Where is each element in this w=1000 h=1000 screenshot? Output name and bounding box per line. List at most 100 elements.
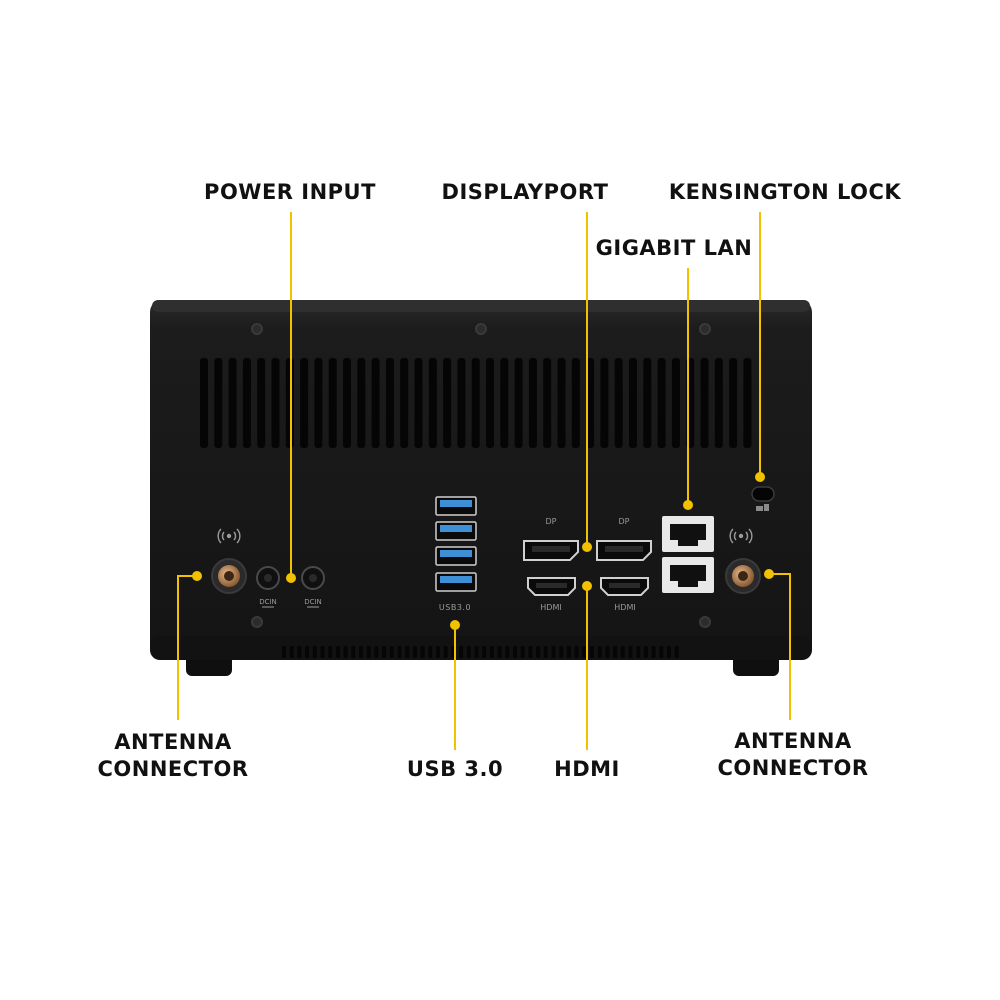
hdmi-left-label: HDMI: [540, 603, 561, 612]
dot-power-input: [286, 573, 296, 583]
vent-slot: [371, 358, 380, 448]
bottom-vent-slot: [482, 646, 487, 658]
bottom-vent-slot: [466, 646, 471, 658]
bottom-vent-slot: [651, 646, 656, 658]
vent-slot: [743, 358, 752, 448]
bottom-vent-slot: [351, 646, 356, 658]
screws: [251, 323, 711, 628]
vent-slot: [314, 358, 323, 448]
dot-antenna-left: [192, 571, 202, 581]
bottom-vent-slot: [343, 646, 348, 658]
vent-slot: [328, 358, 337, 448]
vent-slot: [257, 358, 266, 448]
bottom-vent-slot: [282, 646, 286, 658]
bottom-vent-slot: [497, 646, 502, 658]
bottom-vent-slot: [289, 646, 294, 658]
vent-slot: [471, 358, 480, 448]
vent-slot: [443, 358, 452, 448]
vent-slot: [614, 358, 623, 448]
bottom-lip: [150, 636, 812, 660]
bottom-vent-slot: [436, 646, 440, 658]
bottom-vent-slot: [305, 646, 310, 658]
bottom-vent-slot: [505, 646, 510, 658]
vent-slot: [543, 358, 552, 448]
bottom-vent-slot: [428, 646, 433, 658]
hdmi-port-right: HDMI: [600, 577, 649, 612]
vent-slot: [657, 358, 666, 448]
leader-lines: [177, 212, 791, 750]
chassis-body: [150, 300, 812, 660]
bottom-vent-slot: [590, 646, 594, 658]
vent-slot: [729, 358, 738, 448]
dot-antenna-right: [764, 569, 774, 579]
bottom-vent-slot: [574, 646, 579, 658]
bottom-vent-slot: [620, 646, 625, 658]
dot-kensington: [755, 472, 765, 482]
bottom-vent-slot: [659, 646, 664, 658]
bottom-vent-slot: [389, 646, 394, 658]
bottom-vent-slot: [405, 646, 410, 658]
screw-bottom-left: [251, 616, 263, 628]
bottom-vent-slot: [420, 646, 425, 658]
bottom-vent-slot: [459, 646, 464, 658]
vent-slot: [428, 358, 437, 448]
bottom-vent-slot: [520, 646, 525, 658]
bottom-vent-slot: [359, 646, 363, 658]
antenna-connector-left: [211, 528, 247, 594]
vent-slot: [486, 358, 494, 448]
vent-grille: [200, 358, 752, 448]
callout-usb30: USB 3.0: [406, 757, 504, 781]
hdmi-port-left: HDMI: [527, 577, 576, 612]
bottom-vent-slot: [366, 646, 371, 658]
vent-slot: [285, 358, 294, 448]
leader-dots: [192, 472, 774, 630]
vent-slot: [300, 358, 309, 448]
chassis: [150, 300, 812, 660]
vent-slot: [414, 358, 423, 448]
bottom-vent-slot: [605, 646, 610, 658]
vent-slot: [700, 358, 709, 448]
wireless-signal-icon: [729, 528, 753, 544]
callout-kensington-lock: KENSINGTON LOCK: [668, 180, 902, 204]
bottom-vent-slot: [543, 646, 548, 658]
vent-slot: [271, 358, 280, 448]
vent-slot: [671, 358, 680, 448]
dot-hdmi: [582, 581, 592, 591]
bottom-vent-slot: [297, 646, 302, 658]
dot-usb: [450, 620, 460, 630]
bottom-vent-slot: [474, 646, 479, 658]
vent-slot: [357, 358, 366, 448]
usb-port: [435, 521, 477, 541]
bottom-vent-slot: [674, 646, 679, 658]
callout-gigabit-lan: GIGABIT LAN: [595, 236, 753, 260]
vent-slot: [457, 358, 466, 448]
bottom-vent-slot: [628, 646, 633, 658]
callout-power-input: POWER INPUT: [204, 180, 376, 204]
screw-top-mid: [475, 323, 487, 335]
vent-slot: [600, 358, 609, 448]
displayport-left: DP: [523, 517, 579, 561]
bottom-vent-slot: [643, 646, 648, 658]
bottom-vent-slot: [328, 646, 333, 658]
usb-port: [435, 546, 477, 566]
usb-port: [435, 572, 477, 592]
callout-hdmi: HDMI: [554, 757, 620, 781]
bottom-vent-slot: [613, 646, 618, 658]
vent-slot: [514, 358, 523, 448]
vent-slot: [400, 358, 409, 448]
bottom-vent-slot: [382, 646, 387, 658]
usb30-port-stack: USB3.0: [435, 496, 477, 612]
vent-slot: [385, 358, 394, 448]
dcin-right-label: DCIN: [304, 598, 322, 606]
vent-slot: [242, 358, 251, 448]
vent-slot: [200, 358, 208, 448]
screw-top-right: [699, 323, 711, 335]
vent-slot: [557, 358, 566, 448]
chassis-top-edge: [152, 300, 810, 312]
dc-input-right: DCIN: [301, 566, 325, 608]
bottom-vent-slot: [566, 646, 571, 658]
bottom-vent-slot: [597, 646, 602, 658]
vent-slot: [343, 358, 351, 448]
